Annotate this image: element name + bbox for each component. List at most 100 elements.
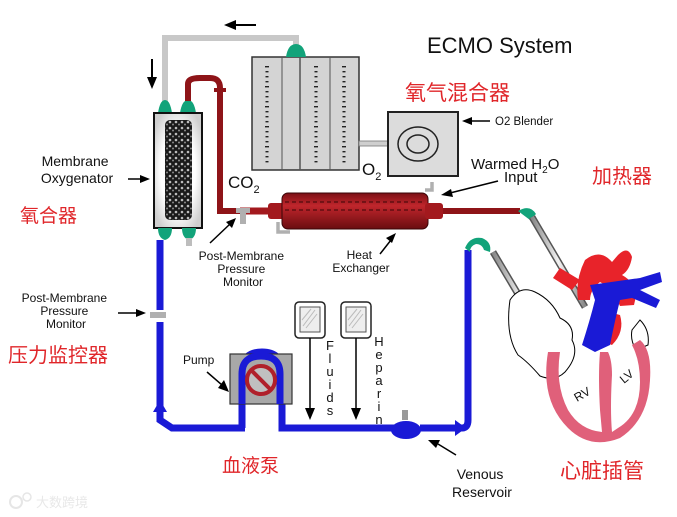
gas-connector (286, 44, 306, 57)
flowmeter-tick (314, 91, 318, 93)
flowmeter-tick (314, 106, 318, 108)
flowmeter-tick (342, 121, 346, 123)
cannulation-cn-label: 心脏插管 (560, 459, 644, 483)
flowmeter-tick (314, 146, 318, 148)
heat-exchanger-pointer (379, 233, 396, 255)
membrane-oxygenator (153, 100, 203, 246)
o2-label: O2 (362, 160, 381, 183)
svg-text:a: a (375, 373, 383, 388)
flowmeter-tick (342, 141, 346, 143)
heater-cn-label: 加热器 (592, 164, 652, 188)
o2-blender (387, 111, 459, 177)
o2-line (358, 140, 390, 147)
post-membrane-monitor-label: Post-Membrane Pressure Monitor (199, 249, 288, 289)
oxygenator-cn-label: 氧合器 (20, 205, 77, 227)
flowmeter-tick (265, 161, 269, 163)
flowmeter-tick (342, 146, 346, 148)
svg-text:n: n (375, 412, 382, 427)
svg-text:i: i (378, 399, 381, 414)
flowmeter-tick (342, 81, 346, 83)
left-pressure-monitor-label: Post-Membrane Pressure Monitor (22, 291, 111, 331)
venous-reservoir (391, 410, 421, 439)
o2-blender-cn-label: 氧气混合器 (405, 81, 510, 105)
flowmeter-tick (265, 71, 269, 73)
flowmeter-tick (265, 86, 269, 88)
flowmeter-tick (314, 116, 318, 118)
flowmeter-tick (265, 91, 269, 93)
heparin-bag (340, 301, 372, 420)
flowmeter-tick (342, 76, 346, 78)
o2-blender-label: O2 Blender (495, 116, 553, 128)
svg-text:H: H (374, 334, 383, 349)
flowmeter-tick (314, 126, 318, 128)
flowmeter-tick (265, 106, 269, 108)
pump-pointer (206, 371, 229, 392)
heart-illustration: RV LV (508, 250, 662, 443)
heat-exchanger-label: Heat Exchanger (332, 248, 389, 275)
flowmeter-tick (265, 111, 269, 113)
flowmeter-tick (314, 66, 318, 68)
fluids-label: F l u i d s (326, 338, 334, 418)
blood-pump-cn-label: 血液泵 (222, 455, 279, 477)
flowmeter-tick (342, 111, 346, 113)
flowmeter-tick (342, 91, 346, 93)
roller-pump (229, 352, 293, 405)
flowmeter-tick (265, 156, 269, 158)
heparin-label: H e p a r i n (374, 334, 383, 427)
flowmeter-tick (314, 156, 318, 158)
svg-text:s: s (327, 403, 334, 418)
flowmeter-tick (342, 126, 346, 128)
flowmeter-tick (342, 106, 346, 108)
flowmeter-tick (314, 151, 318, 153)
flowmeter-tick (265, 151, 269, 153)
svg-text:r: r (377, 386, 382, 401)
flowmeter-tick (314, 86, 318, 88)
flowmeter-tick (314, 111, 318, 113)
pump-label: Pump (183, 353, 215, 367)
svg-text:e: e (375, 347, 382, 362)
flowmeter-tick (265, 101, 269, 103)
reservoir-pointer (428, 440, 457, 456)
flowmeter-tick (342, 156, 346, 158)
svg-text:d: d (326, 390, 333, 405)
flowmeter-tick (342, 86, 346, 88)
flowmeter-tick (342, 161, 346, 163)
flow-arrow-left (455, 420, 466, 436)
arterial-cannula (518, 208, 589, 309)
o2-blender-pointer (462, 117, 490, 125)
warmed-water-label: Warmed H2O Input (471, 156, 564, 186)
flowmeter-tick (342, 116, 346, 118)
flowmeter-tick (314, 71, 318, 73)
flowmeter-tick (342, 136, 346, 138)
lv-label: LV (617, 367, 637, 387)
watermark-text: 大数跨境 (36, 496, 88, 511)
flowmeter-tick (342, 131, 346, 133)
flowmeter-tick (265, 66, 269, 68)
oxygenator-pointer (128, 175, 150, 183)
flowmeter-tick (314, 101, 318, 103)
flowmeter-tick (265, 136, 269, 138)
flowmeter-tick (265, 76, 269, 78)
post-membrane-pressure-tap (236, 208, 250, 224)
watermark: 大数跨境 (9, 492, 88, 511)
svg-text:p: p (375, 360, 382, 375)
flowmeter-tick (265, 121, 269, 123)
svg-text:F: F (326, 338, 334, 353)
flowmeter-tick (342, 66, 346, 68)
flowmeter-tick (265, 116, 269, 118)
rv-label: RV (572, 384, 593, 404)
flowmeter-tick (314, 141, 318, 143)
flowmeter-tick (314, 121, 318, 123)
flowmeter-tick (342, 101, 346, 103)
flowmeter-tick (265, 81, 269, 83)
gas-flowmeter (251, 44, 360, 171)
svg-text:u: u (326, 364, 333, 379)
flow-direction-arrow-down (147, 59, 157, 89)
post-membrane-pointer (209, 218, 236, 244)
flowmeter-tick (265, 131, 269, 133)
pressure-monitor-cn-label: 压力监控器 (8, 343, 108, 367)
venous-reservoir-label: Venous Reservoir (452, 466, 512, 500)
flowmeter-tick (265, 96, 269, 98)
svg-text:l: l (329, 351, 332, 366)
